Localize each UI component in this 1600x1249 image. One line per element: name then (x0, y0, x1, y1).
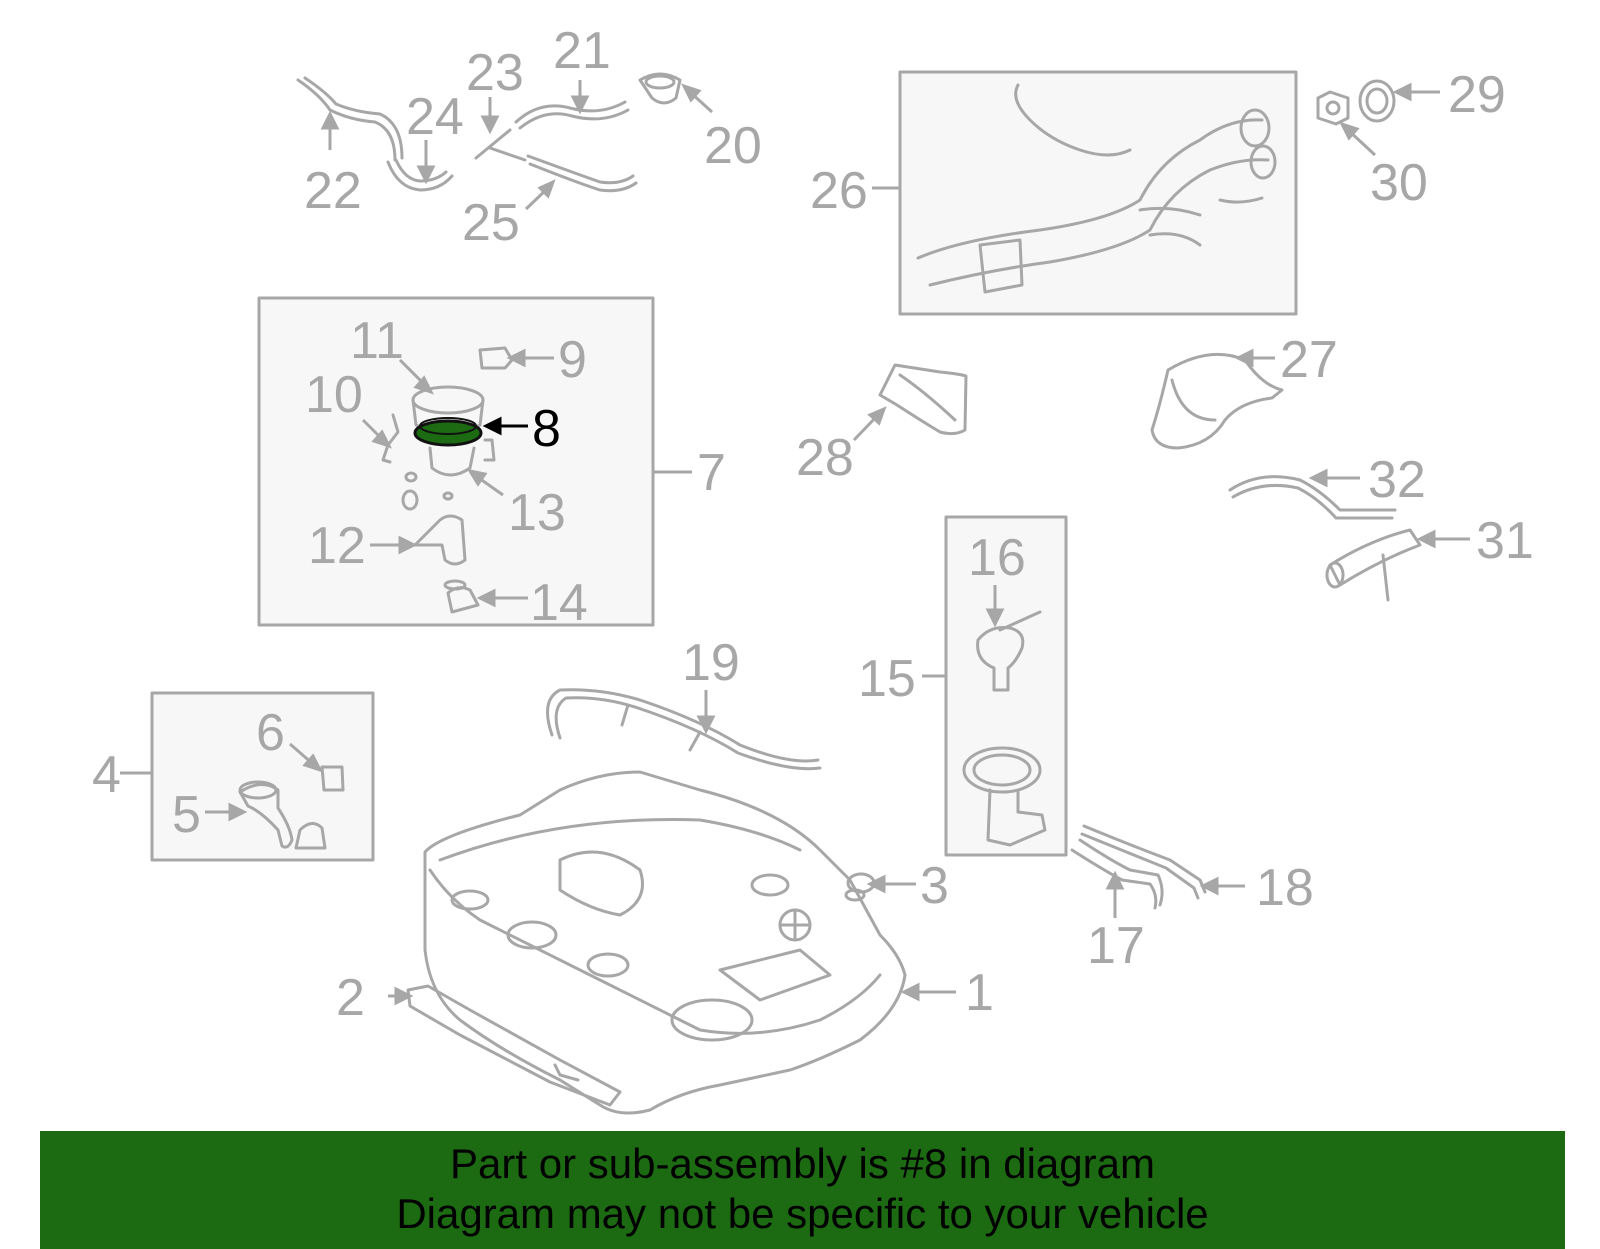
parts-diagram: 1 2 3 4 5 6 7 8 9 10 11 12 13 14 15 16 1… (92, 22, 1534, 1115)
clip-23-drawing (474, 128, 527, 162)
fuel-cap-16-drawing (976, 626, 1025, 692)
callout-15: 15 (858, 650, 916, 708)
hose-32-drawing (1228, 475, 1397, 512)
callout-30: 30 (1370, 154, 1428, 212)
callout-18: 18 (1256, 859, 1314, 917)
callout-23: 23 (466, 44, 524, 102)
fuel-tank-1-drawing (423, 770, 907, 1115)
callout-31: 31 (1476, 512, 1534, 570)
shield-28-drawing (878, 363, 968, 436)
callout-4: 4 (92, 746, 121, 804)
strap-2-drawing (406, 984, 622, 1107)
callout-7: 7 (697, 444, 726, 502)
callout-8: 8 (532, 400, 561, 458)
assembly-box-26 (898, 70, 1298, 316)
hose-22-drawing (296, 78, 397, 162)
callout-19: 19 (682, 634, 740, 692)
callout-26: 26 (810, 162, 868, 220)
pump-body-13-drawing (428, 446, 476, 477)
assembly-box-4 (150, 691, 375, 862)
hose-21-drawing (514, 100, 627, 124)
hose-31-drawing (1328, 528, 1422, 587)
assembly-box-7 (257, 296, 655, 627)
valve-6-drawing (320, 765, 345, 792)
cap-29-drawing (1358, 79, 1396, 123)
callout-29: 29 (1448, 66, 1506, 124)
banner-line-1: Part or sub-assembly is #8 in diagram (450, 1140, 1155, 1187)
info-banner: Part or sub-assembly is #8 in diagram Di… (40, 1131, 1565, 1249)
cap-20-drawing (638, 72, 682, 105)
callout-2: 2 (336, 969, 365, 1027)
filler-neck-5-drawing (238, 783, 294, 849)
callout-12: 12 (308, 517, 366, 575)
callout-17: 17 (1087, 917, 1145, 975)
callout-20: 20 (704, 117, 762, 175)
callout-16: 16 (968, 529, 1026, 587)
callout-21: 21 (553, 22, 611, 80)
pipe-18-drawing (1082, 824, 1207, 894)
vent-hose-19-drawing (546, 688, 820, 763)
callout-27: 27 (1280, 331, 1338, 389)
callout-5: 5 (172, 786, 201, 844)
callout-13: 13 (508, 484, 566, 542)
gasket-30-drawing (1316, 90, 1350, 126)
pipe-17-drawing (1078, 838, 1164, 907)
callout-3: 3 (920, 857, 949, 915)
callout-11: 11 (350, 312, 404, 370)
strainer-12-drawing (413, 514, 467, 566)
callout-32: 32 (1368, 451, 1426, 509)
callout-14: 14 (530, 574, 588, 632)
callout-9: 9 (558, 331, 587, 389)
bracket-27-drawing (1150, 352, 1284, 450)
banner-line-2: Diagram may not be specific to your vehi… (396, 1190, 1209, 1237)
hose-25-drawing (526, 154, 635, 185)
callout-22: 22 (304, 162, 362, 220)
filler-lid-drawing (962, 746, 1042, 794)
callout-24: 24 (406, 88, 464, 146)
callout-6: 6 (256, 704, 285, 762)
callout-10: 10 (305, 366, 363, 424)
callout-1: 1 (965, 964, 994, 1022)
hose-24-drawing (386, 160, 454, 192)
callout-28: 28 (796, 429, 854, 487)
assembly-box-15 (944, 515, 1068, 857)
filler-pipe-26-drawing (916, 118, 1264, 260)
callout-25: 25 (462, 194, 520, 252)
clip-9-drawing (478, 346, 514, 370)
